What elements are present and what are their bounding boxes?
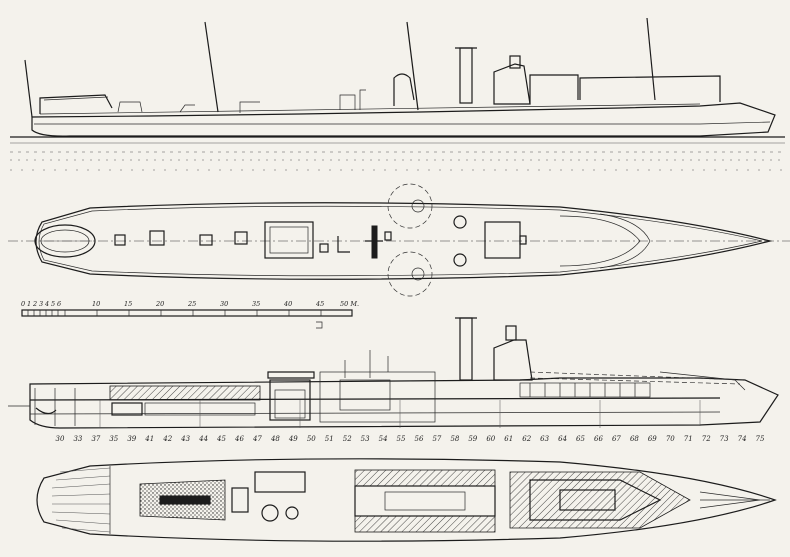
frame-number: 67 xyxy=(612,435,621,443)
scale-label-1: 1 xyxy=(27,300,31,308)
frame-number: 47 xyxy=(252,435,262,443)
frame-number: 55 xyxy=(397,435,406,443)
frame-number: 59 xyxy=(468,435,477,443)
frame-number: 63 xyxy=(540,435,549,443)
scale-label-5: 5 xyxy=(51,300,55,308)
frame-number: 30 xyxy=(56,435,65,443)
frame-number: 65 xyxy=(576,435,585,443)
deck-plan-view xyxy=(8,183,790,297)
frame-numbers-row: 30 33 37 35 39 41 42 43 44 45 46 47 48 49 50 51 52 53 54 55… xyxy=(56,435,765,443)
frame-number: 41 xyxy=(144,435,154,443)
frame-number: 72 xyxy=(702,435,711,443)
scale-label-15: 15 xyxy=(124,300,132,308)
frame-number: 42 xyxy=(162,435,172,443)
frame-number: 75 xyxy=(756,435,765,443)
scale-label-35: 35 xyxy=(252,300,260,308)
scale-bar: 0 1 2 3 4 5 6 10 15 20 25 30 35 40 45 50… xyxy=(21,300,359,329)
external-profile-view xyxy=(10,17,785,171)
frame-number: 61 xyxy=(504,435,513,443)
frame-number: 60 xyxy=(486,435,495,443)
frame-number: 64 xyxy=(558,435,567,443)
scale-label-10: 10 xyxy=(92,300,100,308)
frame-number: 57 xyxy=(432,435,441,443)
frame-number: 62 xyxy=(522,435,531,443)
frame-number: 58 xyxy=(450,435,459,443)
scale-label-30: 30 xyxy=(220,300,228,308)
frame-number: 70 xyxy=(666,435,675,443)
frame-number: 37 xyxy=(91,435,100,443)
frame-number: 56 xyxy=(415,435,424,443)
frame-number: 74 xyxy=(738,435,747,443)
frame-number: 33 xyxy=(73,435,82,443)
frame-number: 39 xyxy=(127,435,136,443)
frame-number: 44 xyxy=(198,435,208,443)
scale-label-2: 2 xyxy=(32,300,37,308)
lower-deck-plan-view xyxy=(36,458,777,542)
longitudinal-section-view xyxy=(8,317,779,429)
frame-number: 66 xyxy=(594,435,603,443)
frame-number: 48 xyxy=(270,435,280,443)
frame-number: 50 xyxy=(307,435,316,443)
frame-number: 46 xyxy=(234,435,244,443)
scale-label-0: 0 xyxy=(21,300,25,308)
frame-number: 54 xyxy=(379,435,388,443)
frame-number: 51 xyxy=(325,435,334,443)
scale-label-40: 40 xyxy=(283,300,292,308)
frame-number: 43 xyxy=(180,435,190,443)
frame-number: 71 xyxy=(684,435,693,443)
frame-number: 73 xyxy=(720,435,729,443)
frame-number: 68 xyxy=(630,435,639,443)
scale-label-4: 4 xyxy=(44,300,49,308)
scale-label-20: 20 xyxy=(155,300,164,308)
frame-number: 49 xyxy=(288,435,298,443)
frame-number: 52 xyxy=(343,435,352,443)
frame-number: 69 xyxy=(648,435,657,443)
frame-number: 45 xyxy=(216,435,226,443)
scale-label-3: 3 xyxy=(39,300,43,308)
scale-label-25: 25 xyxy=(187,300,196,308)
scale-label-6: 6 xyxy=(57,300,61,308)
scale-label-50: 50 M. xyxy=(340,300,359,308)
frame-number: 53 xyxy=(361,435,370,443)
frame-number: 35 xyxy=(109,435,118,443)
scale-label-45: 45 xyxy=(315,300,324,308)
